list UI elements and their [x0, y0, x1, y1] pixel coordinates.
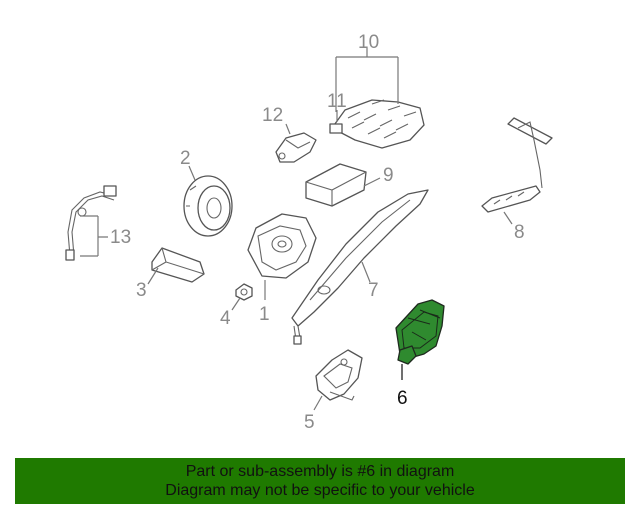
part-7-curtain-airbag[interactable] [291, 189, 429, 345]
part-5-bracket[interactable] [315, 349, 363, 401]
callout-7: 7 [361, 261, 379, 301]
callout-4: 4 [220, 297, 241, 329]
banner-line-2: Diagram may not be specific to your vehi… [165, 482, 475, 499]
callout-9: 9 [363, 165, 394, 187]
svg-text:13: 13 [110, 227, 131, 248]
svg-text:7: 7 [368, 280, 379, 301]
svg-text:9: 9 [383, 165, 394, 186]
svg-text:5: 5 [304, 412, 315, 433]
callout-11: 11 [327, 91, 347, 122]
part-3-knee-airbag[interactable] [151, 247, 205, 283]
callout-8: 8 [503, 211, 525, 243]
part-8-seat-sensor[interactable] [481, 117, 553, 213]
part-6-airbag-control-unit[interactable] [395, 299, 445, 365]
callout-10: 10 [335, 32, 399, 112]
svg-text:2: 2 [180, 148, 191, 169]
callout-3: 3 [136, 267, 159, 301]
callout-6: 6 [397, 364, 408, 409]
parts-diagram: 10 11 12 9 2 13 [65, 32, 553, 433]
part-10-control-module[interactable] [329, 99, 425, 149]
callout-12: 12 [262, 105, 291, 135]
info-banner: Part or sub-assembly is #6 in diagram Di… [15, 458, 625, 504]
callout-5: 5 [304, 395, 323, 433]
svg-text:12: 12 [262, 105, 283, 126]
callout-13: 13 [80, 215, 131, 257]
part-12-sensor[interactable] [275, 132, 317, 163]
banner-line-1: Part or sub-assembly is #6 in diagram [185, 463, 455, 480]
part-9-module[interactable] [305, 163, 367, 207]
svg-text:3: 3 [136, 280, 147, 301]
svg-text:4: 4 [220, 308, 231, 329]
part-13-sensor-harness[interactable] [65, 185, 117, 261]
part-4-nut[interactable] [235, 283, 253, 301]
svg-text:8: 8 [514, 222, 525, 243]
part-1-driver-airbag[interactable] [247, 213, 317, 279]
part-2-clock-spring[interactable] [183, 175, 233, 237]
callout-1: 1 [259, 280, 270, 325]
svg-text:1: 1 [259, 304, 270, 325]
svg-text:10: 10 [358, 32, 379, 53]
svg-text:11: 11 [327, 91, 347, 112]
callout-2: 2 [180, 148, 196, 181]
svg-text:6: 6 [397, 388, 408, 409]
